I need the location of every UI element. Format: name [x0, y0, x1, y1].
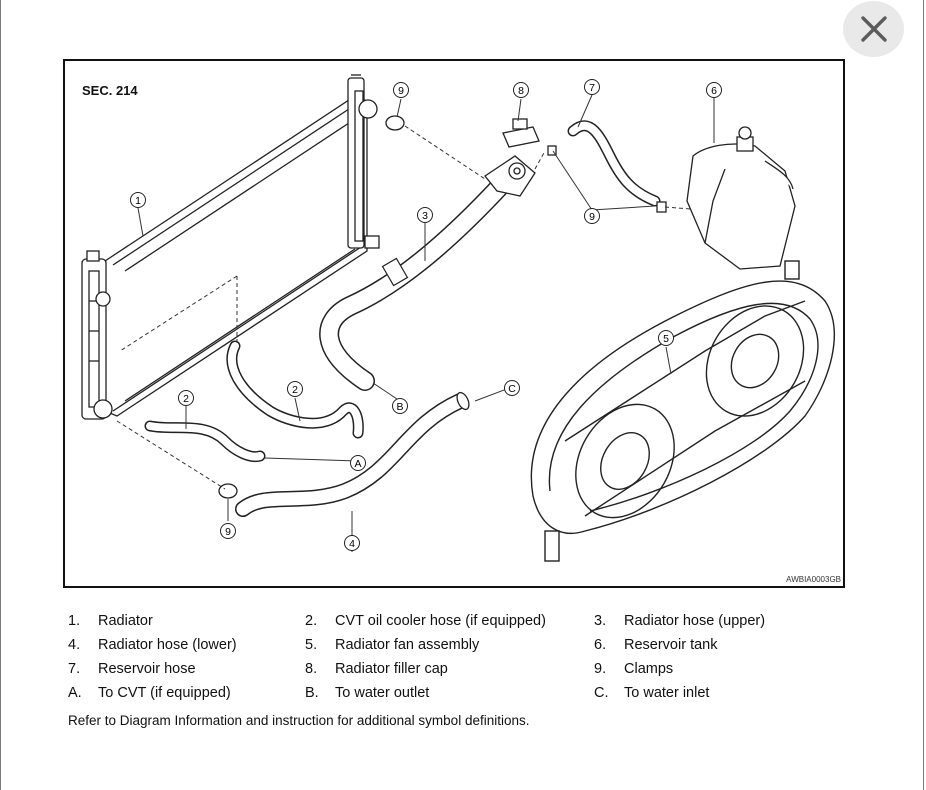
svg-text:A: A: [354, 458, 361, 470]
radiator: [81, 74, 380, 420]
svg-text:6: 6: [711, 85, 717, 97]
legend-item: C.To water inlet: [594, 685, 710, 701]
footnote: Refer to Diagram Information and instruc…: [68, 713, 530, 728]
svg-text:7: 7: [589, 82, 595, 94]
dashed-guides: [116, 125, 691, 490]
svg-text:9: 9: [398, 85, 404, 97]
svg-text:B: B: [396, 401, 403, 413]
callout-c: C: [504, 380, 520, 396]
callout-9c: 9: [584, 208, 600, 224]
svg-text:3: 3: [422, 210, 428, 222]
legend: 1.Radiator 2.CVT oil cooler hose (if equ…: [68, 609, 848, 705]
callout-2b: 2: [287, 381, 303, 397]
legend-item: A.To CVT (if equipped): [68, 685, 231, 701]
svg-text:C: C: [508, 383, 516, 395]
callout-7: 7: [584, 79, 600, 95]
callout-9a: 9: [393, 82, 409, 98]
legend-item: 5.Radiator fan assembly: [305, 637, 480, 653]
legend-item: 4.Radiator hose (lower): [68, 637, 237, 653]
svg-text:9: 9: [589, 211, 595, 223]
callout-6: 6: [706, 82, 722, 98]
section-label: SEC. 214: [82, 83, 138, 98]
legend-item: 7.Reservoir hose: [68, 661, 196, 677]
legend-row: 7.Reservoir hose 8.Radiator filler cap 9…: [68, 657, 848, 681]
diagram-figure: SEC. 214: [63, 59, 845, 588]
close-icon: [860, 16, 887, 42]
reservoir-tank: [686, 126, 796, 270]
legend-row: 4.Radiator hose (lower) 5.Radiator fan a…: [68, 633, 848, 657]
callout-3: 3: [417, 207, 433, 223]
svg-text:9: 9: [225, 526, 231, 538]
clamp: [218, 115, 667, 499]
callout-4: 4: [344, 535, 360, 551]
callout-1: 1: [130, 192, 146, 208]
radiator-filler-cap: [502, 118, 540, 148]
svg-text:4: 4: [349, 538, 355, 550]
svg-text:8: 8: [518, 85, 524, 97]
legend-item: 1.Radiator: [68, 613, 153, 629]
callout-9b: 9: [220, 523, 236, 539]
radiator-fan-assembly: [530, 260, 835, 562]
legend-item: 3.Radiator hose (upper): [594, 613, 766, 629]
close-button[interactable]: [843, 1, 904, 57]
callout-2a: 2: [178, 390, 194, 406]
svg-text:2: 2: [292, 384, 298, 396]
figure-code: AWBIA0003GB: [786, 575, 841, 584]
legend-item: 6.Reservoir tank: [594, 637, 718, 653]
svg-text:5: 5: [663, 333, 669, 345]
svg-text:2: 2: [183, 393, 189, 405]
legend-item: 8.Radiator filler cap: [305, 661, 448, 677]
legend-item: 9.Clamps: [594, 661, 674, 677]
svg-text:1: 1: [135, 195, 141, 207]
callout-a: A: [350, 455, 366, 471]
legend-row: 1.Radiator 2.CVT oil cooler hose (if equ…: [68, 609, 848, 633]
water-outlet: [484, 155, 536, 197]
legend-row: A.To CVT (if equipped) B.To water outlet…: [68, 681, 848, 705]
legend-item: 2.CVT oil cooler hose (if equipped): [305, 613, 546, 629]
callout-5: 5: [658, 330, 674, 346]
legend-item: B.To water outlet: [305, 685, 430, 701]
callout-b: B: [392, 398, 408, 414]
callout-8: 8: [513, 82, 529, 98]
